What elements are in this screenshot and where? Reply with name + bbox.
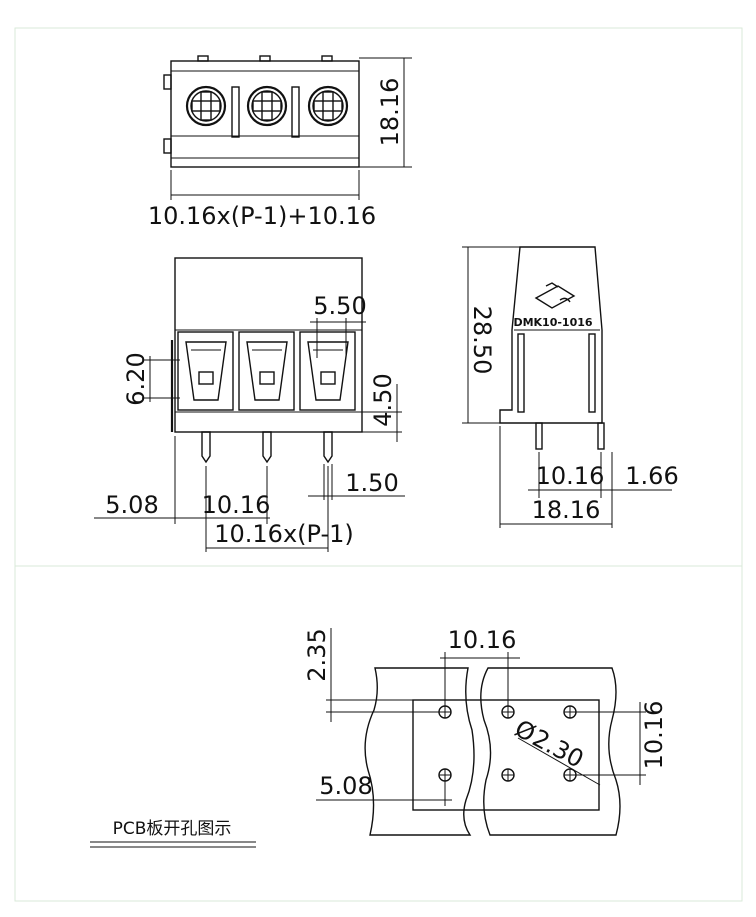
pcb-hole-diameter-dim: 2.30 <box>528 724 588 774</box>
model-marking: DMK10-1016 <box>513 316 592 329</box>
pcb-row-offset-dim: 2.35 <box>303 628 331 681</box>
screw-head-icon <box>185 85 227 127</box>
front-pin-width-dim: 1.50 <box>345 469 398 497</box>
pcb-row-pitch-dim: 10.16 <box>640 701 668 770</box>
side-view-body <box>499 246 603 424</box>
pcb-edge-offset-dim: 5.08 <box>319 772 372 800</box>
wire-entry-opening <box>177 331 234 411</box>
drawing-border <box>14 27 743 902</box>
terminal-pin <box>323 431 333 464</box>
side-view: DMK10-1016 28.50 10.16 1.66 18.16 <box>462 246 679 528</box>
front-view-body <box>174 257 363 433</box>
pcb-right-segment <box>480 667 621 836</box>
top-width-formula: 10.16x(P-1)+10.16 <box>148 202 376 230</box>
top-view-body <box>170 60 360 168</box>
pcb-pitch-dim: 10.16 <box>448 626 517 654</box>
component-footprint <box>412 699 600 811</box>
side-total-height-dim: 28.50 <box>468 306 496 375</box>
front-window-dim: 5.50 <box>313 292 366 320</box>
pcb-left-segment <box>364 667 475 836</box>
terminal-pin <box>262 431 272 464</box>
terminal-pin <box>201 431 211 464</box>
front-span-formula: 10.16x(P-1) <box>214 520 354 548</box>
top-height-dim: 18.16 <box>376 78 404 147</box>
front-pitch-dim: 10.16 <box>202 491 271 519</box>
side-pin-pitch-dim: 10.16 <box>536 462 605 490</box>
pcb-caption: PCB板开孔图示 <box>113 819 232 839</box>
pcb-layout: 10.16 2.35 10.16 Ø 2.30 5.08 PCB板开孔图示 <box>90 626 668 848</box>
side-pin <box>535 422 543 450</box>
screw-head-icon <box>307 85 349 127</box>
front-pin-height-dim: 4.50 <box>369 373 397 426</box>
wire-entry-opening <box>299 331 356 411</box>
front-view: 5.50 6.20 4.50 1.50 5.08 10.16 10.16x(P-… <box>94 257 405 552</box>
side-base-width-dim: 18.16 <box>532 496 601 524</box>
top-view: 18.16 10.16x(P-1)+10.16 <box>148 55 412 230</box>
front-edge-offset-dim: 5.08 <box>105 491 158 519</box>
screw-head-icon <box>246 85 288 127</box>
side-pin-offset-dim: 1.66 <box>625 462 678 490</box>
manufacturer-logo-icon <box>534 282 576 309</box>
front-opening-height-dim: 6.20 <box>122 352 150 405</box>
side-pin <box>597 422 605 450</box>
wire-entry-opening <box>238 331 295 411</box>
